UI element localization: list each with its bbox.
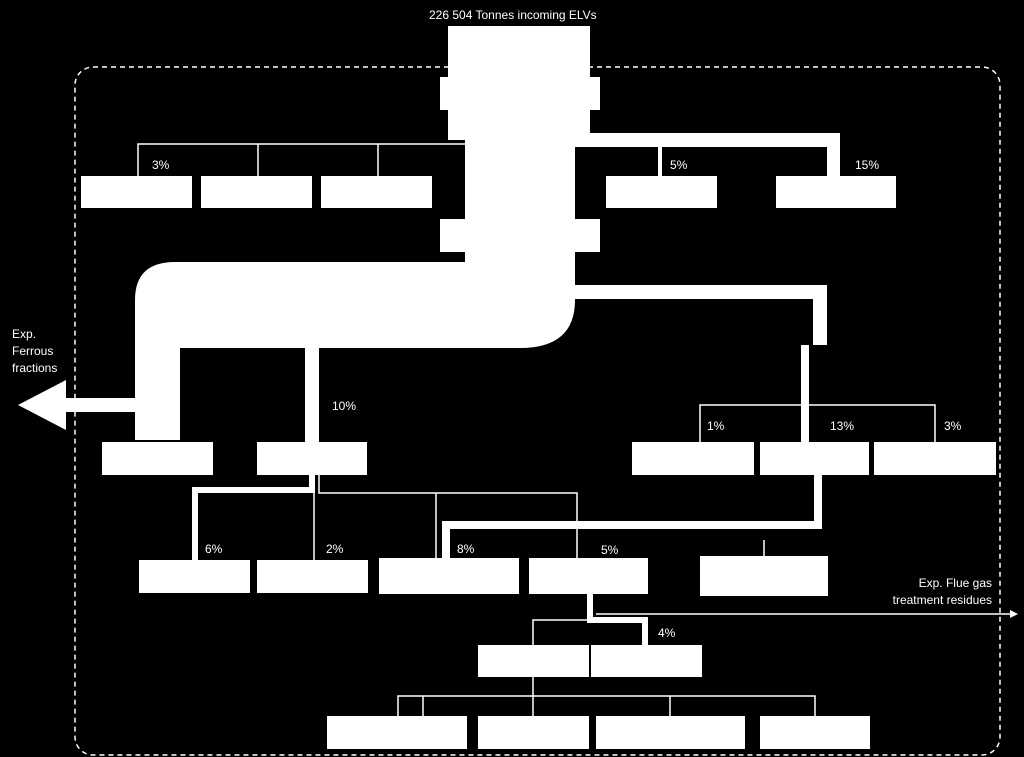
box-r1-5 (776, 176, 896, 208)
box-r3-3 (379, 558, 519, 594)
percent-label: 1% (707, 419, 725, 433)
process-boxes (81, 26, 996, 749)
box-r2-4 (760, 442, 869, 475)
box-r4-1 (478, 645, 589, 677)
percent-label: 3% (152, 158, 170, 172)
percent-label: 3% (944, 419, 962, 433)
flue-gas-arrow-head (1010, 610, 1018, 618)
box-r5-2 (478, 716, 589, 749)
export-flue-gas-label: Exp. Flue gas treatment residues (892, 576, 992, 607)
box-dismantling (440, 77, 600, 110)
box-r2-1 (102, 442, 213, 475)
box-shredding (440, 219, 600, 252)
box-r5-4 (760, 716, 870, 749)
box-r3-2 (257, 560, 368, 593)
flow-5-to-4 (587, 594, 648, 645)
percent-label: 4% (658, 626, 676, 640)
box-r2-2 (257, 442, 367, 475)
ferrous-arrow-head (18, 380, 66, 430)
medium-flows (192, 147, 822, 645)
box-r5-3 (596, 716, 745, 749)
main-flows (18, 133, 840, 444)
percent-label: 2% (326, 542, 344, 556)
box-r5-1 (327, 716, 467, 749)
box-r1-3 (321, 176, 432, 208)
box-r2-5 (874, 442, 996, 475)
flow-main-band (135, 262, 575, 440)
percent-label: 8% (457, 542, 475, 556)
flow-10-to-6 (192, 475, 315, 560)
box-r4-2 (591, 645, 702, 677)
flow-right-side (575, 285, 827, 345)
box-r1-4 (606, 176, 717, 208)
flow-ferrous-stem (60, 398, 140, 412)
export-ferrous-label: Exp. Ferrous fractions (12, 327, 58, 375)
percent-label: 6% (205, 542, 223, 556)
thin-lines (137, 143, 1012, 716)
box-r2-3 (632, 442, 754, 475)
box-r3-1 (139, 560, 250, 593)
diagram-title: 226 504 Tonnes incoming ELVs (429, 8, 597, 22)
percent-label: 5% (601, 543, 619, 557)
flow-top-right (575, 133, 840, 178)
flow-to-shredder (305, 340, 319, 444)
box-r3-5 (700, 556, 828, 596)
percent-label: 10% (332, 399, 357, 413)
box-r1-2 (201, 176, 312, 208)
percent-label: 5% (670, 158, 688, 172)
box-r1-1 (81, 176, 192, 208)
box-r3-4 (529, 558, 648, 594)
percent-label: 13% (830, 419, 855, 433)
flow-13-to-8 (442, 475, 822, 558)
percent-label: 15% (855, 158, 880, 172)
